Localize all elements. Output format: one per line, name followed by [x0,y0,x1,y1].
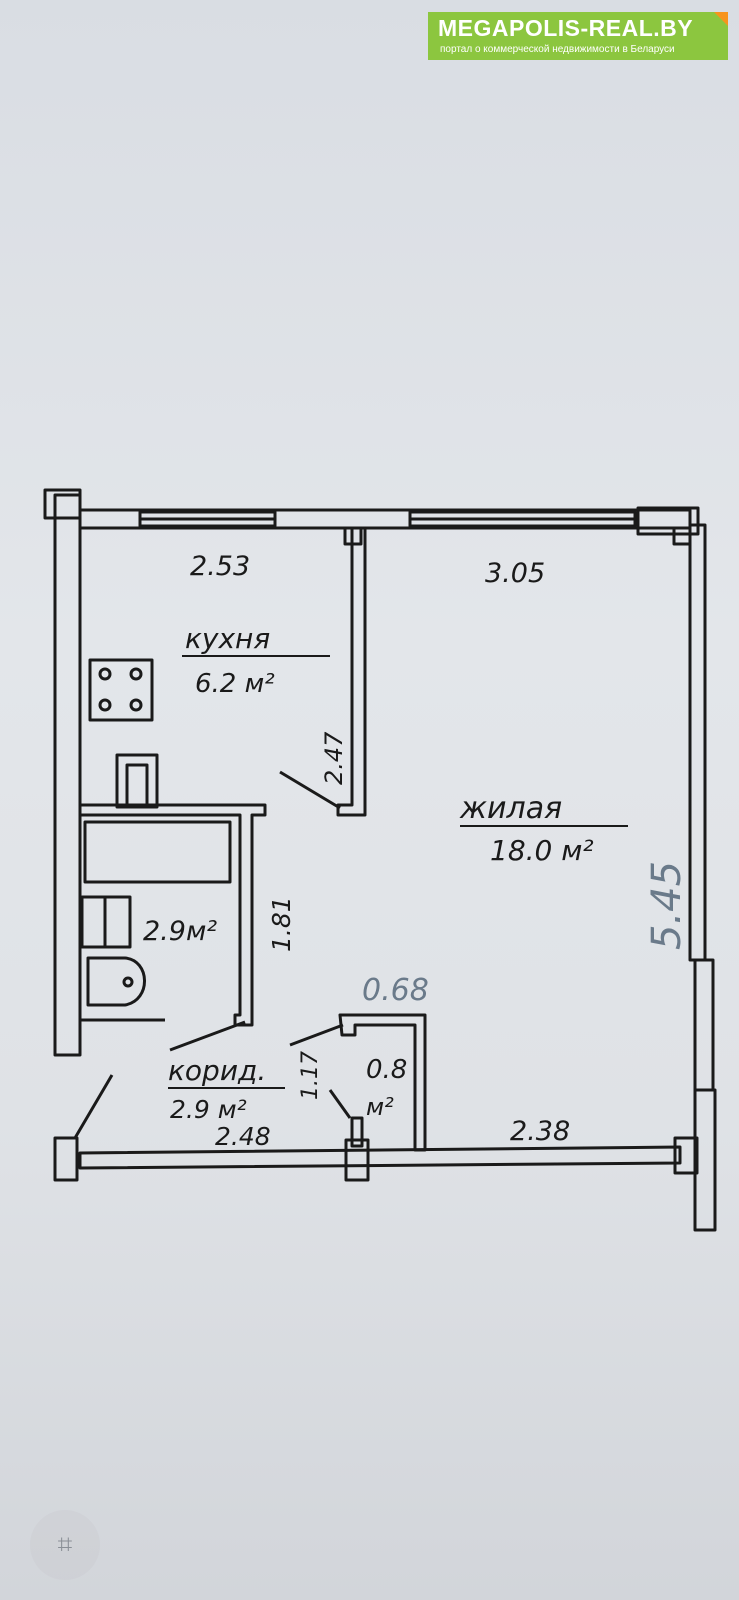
living-area: 18.0 м² [490,834,594,867]
bathroom-area: 2.9м² [143,916,217,947]
wall-left [53,493,82,1057]
wall-bottom [78,1145,682,1170]
kitchen-area: 6.2 м² [195,669,275,699]
pillar-bottom-middle [344,1138,370,1182]
logo-corner-accent [714,12,728,26]
corridor-area: 2.9 м² [170,1095,247,1124]
dim-bathroom-depth: 1.81 [267,896,296,952]
dim-corridor-depth: 1.17 [298,1051,323,1100]
wall-bathroom [78,803,267,1027]
note-closet: 0.68 [362,973,429,1008]
wall-kitchen-partition [336,526,367,817]
door-kitchen [279,770,341,810]
kitchen-name: кухня [185,622,270,655]
logo-title: MEGAPOLIS-REAL.BY [438,15,694,41]
corner-pillar-top-left [43,488,82,520]
toilet [86,956,146,1007]
door-entrance [73,1074,114,1139]
logo-subtitle: портал о коммерческой недвижимости в Бел… [440,44,675,55]
dim-living-width: 3.05 [485,558,545,589]
corridor-name: корид. [168,1054,266,1087]
crop-icon[interactable]: ⌗ [30,1510,100,1580]
pillar-bottom-right [673,1136,699,1175]
dim-kitchen-width: 2.53 [190,551,250,582]
note-side: 5.45 [644,861,690,950]
sink [115,753,159,809]
door-bathroom [169,1020,246,1052]
wall-right [688,523,707,962]
pillar-bottom-left [53,1136,79,1182]
wall-closet [338,1013,427,1152]
window-right [693,958,715,1092]
corner-pillar-top-right [636,506,700,536]
site-logo-banner: MEGAPOLIS-REAL.BY портал о коммерческой … [428,12,728,60]
door-closet [328,1089,352,1119]
dim-living-bottom: 2.38 [510,1116,570,1147]
bathtub [83,820,232,884]
closet-unit: м² [366,1093,394,1121]
closet-value: 0.8 [366,1055,407,1085]
stove [88,658,154,722]
living-name: жилая [459,791,562,826]
dim-corridor-width: 2.48 [215,1122,271,1151]
dim-kitchen-depth: 2.47 [320,731,348,785]
